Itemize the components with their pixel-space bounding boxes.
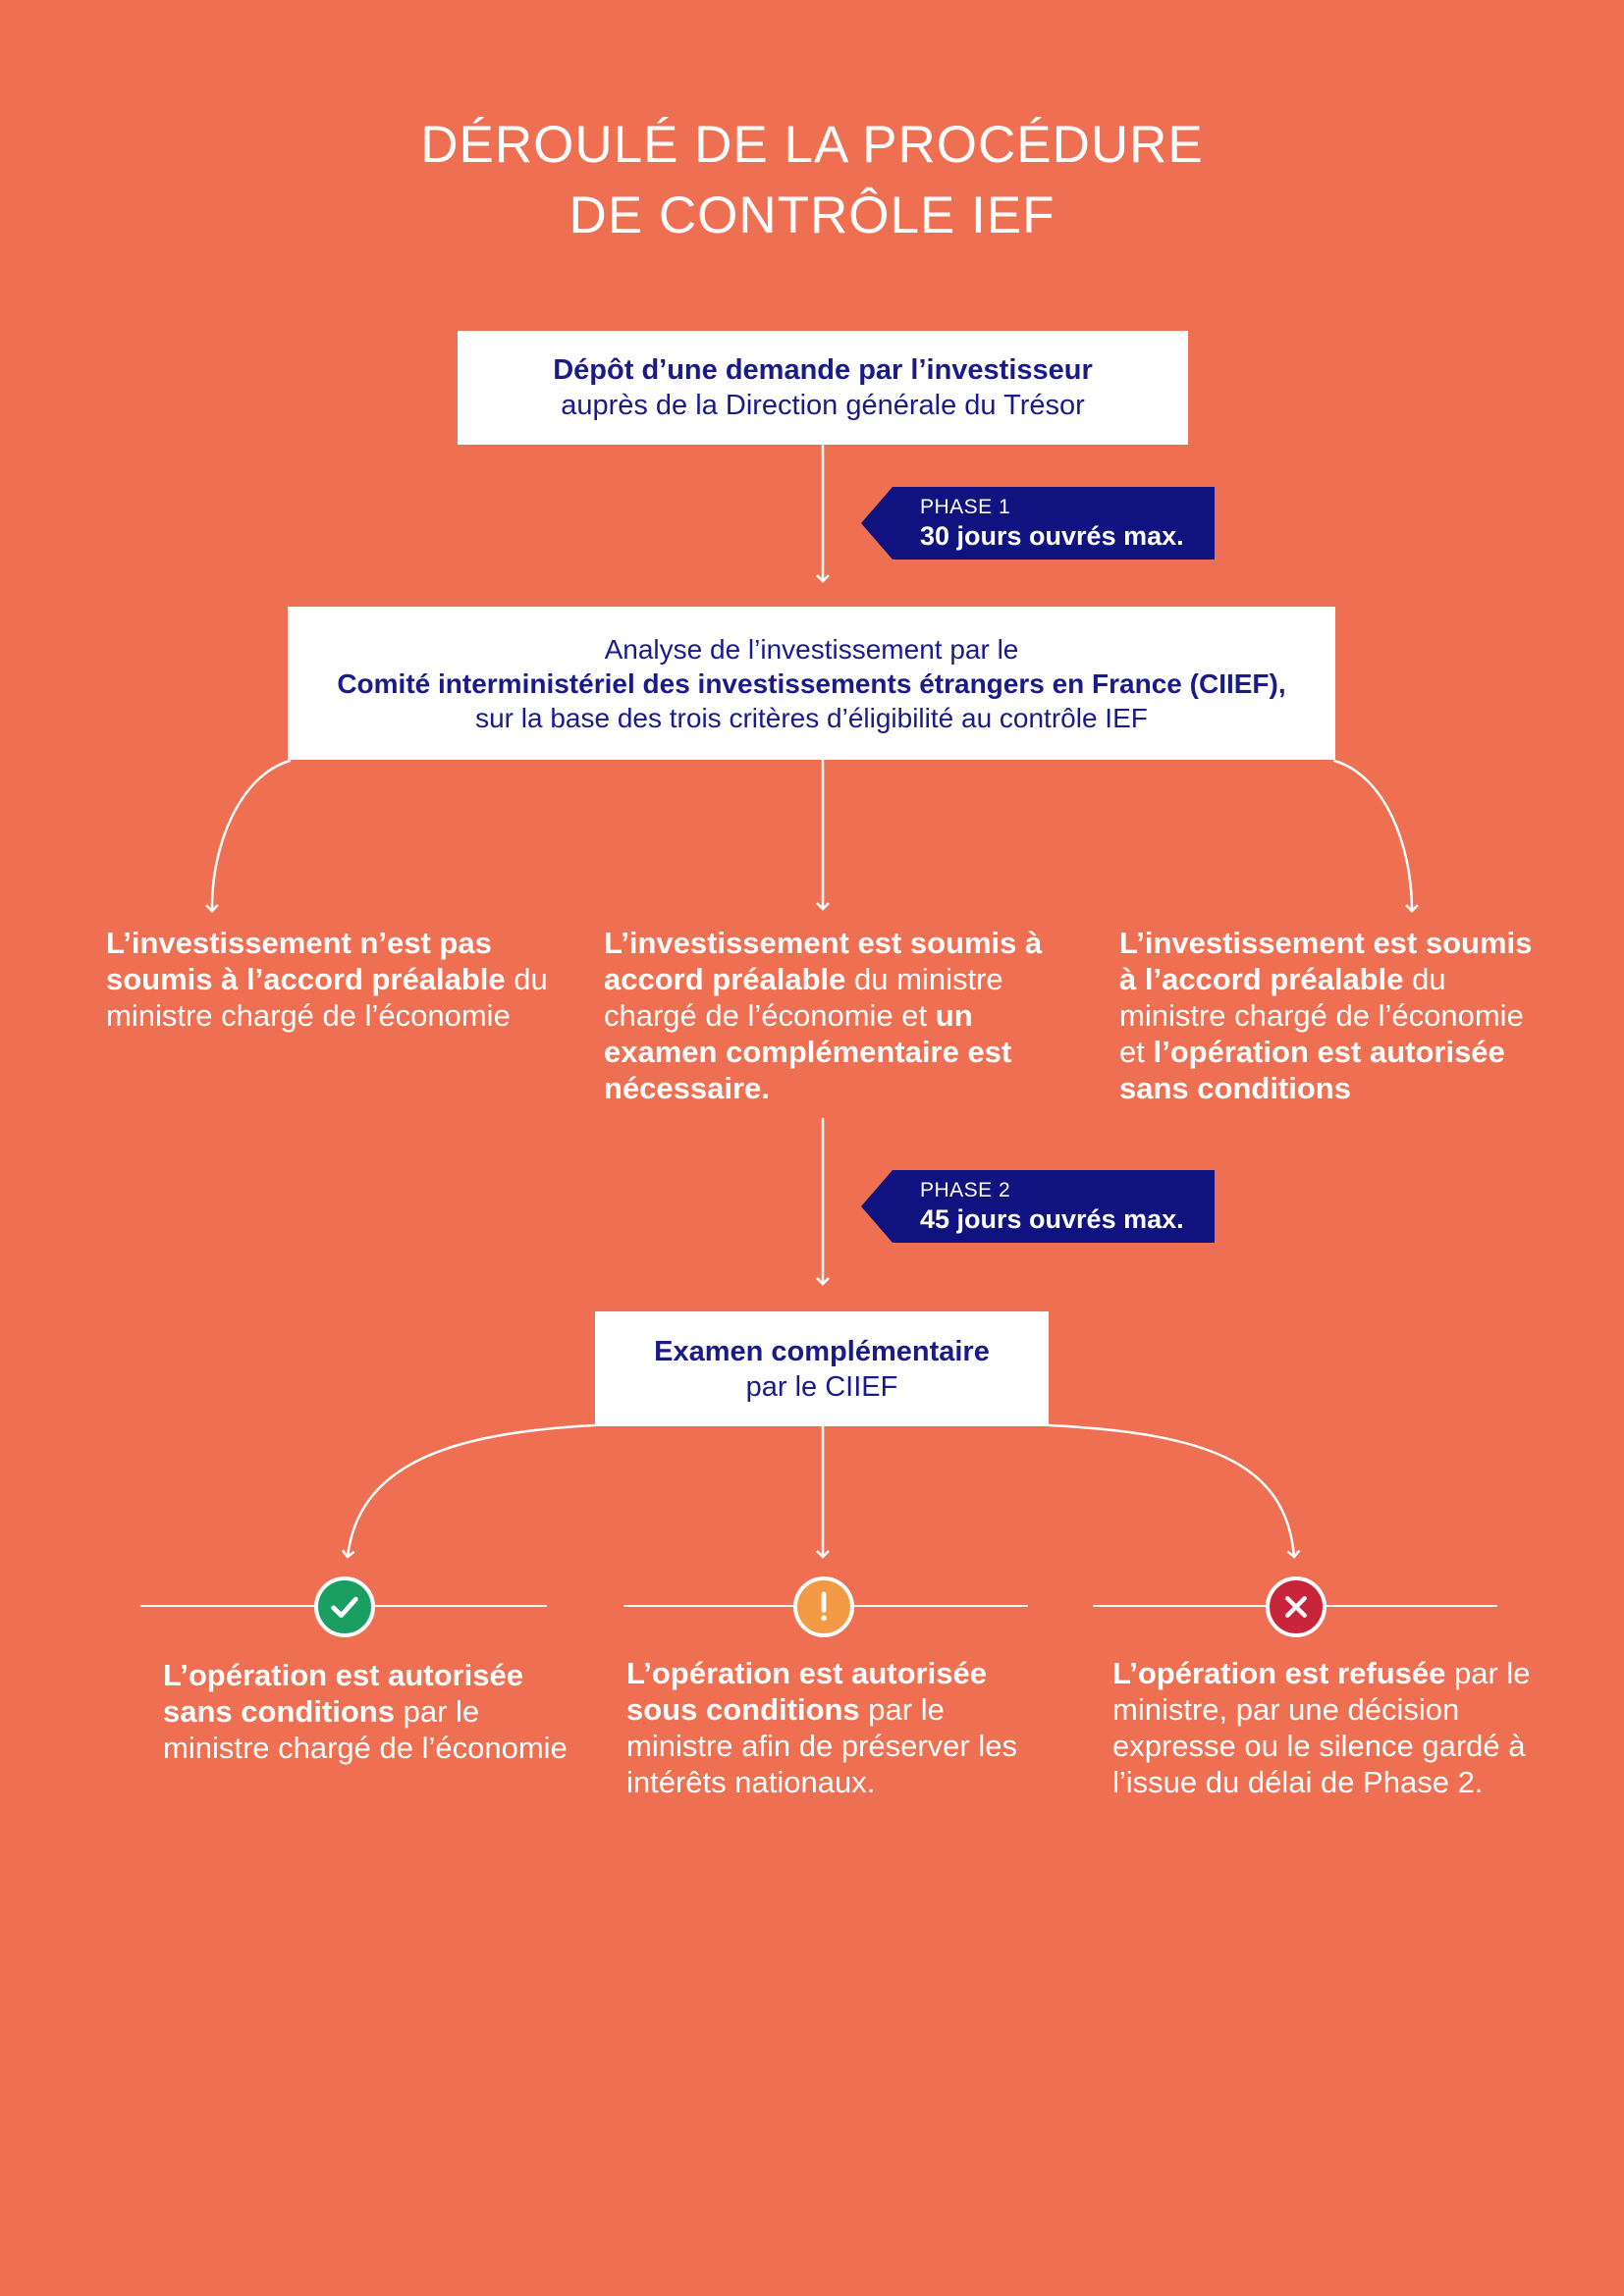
result-ok-text: par le ministre chargé de l’économie xyxy=(163,1694,568,1765)
arrow-analyse-to-left xyxy=(205,759,292,913)
exclamation-icon xyxy=(793,1576,854,1637)
phase2-tag: PHASE 2 45 jours ouvrés max. xyxy=(861,1170,1215,1243)
outcome-not-subject-text: du ministre chargé de l’économie xyxy=(106,962,548,1033)
step-depot-bold: Dépôt d’une demande par l’investisseur xyxy=(553,354,1093,386)
outcome-authorized-text: du ministre chargé de l’économie et xyxy=(1119,962,1524,1069)
outcome-authorized: L’investissement est soumis à l’accord p… xyxy=(1119,925,1556,1106)
page-title-line2: DE CONTRÔLE IEF xyxy=(568,187,1056,244)
cross-icon xyxy=(1266,1576,1326,1637)
step-depot-text: auprès de la Direction générale du Tréso… xyxy=(561,390,1085,421)
step-examen-box: Examen complémentaire par le CIIEF xyxy=(595,1311,1049,1426)
outcome-further-review: L’investissement est soumis à accord pré… xyxy=(604,925,1046,1106)
result-conditions-text: par le ministre afin de préserver les in… xyxy=(626,1692,1017,1799)
arrow-examen-to-ok xyxy=(341,1423,597,1559)
outcome-further-review-bold1: L’investissement est soumis à accord pré… xyxy=(604,926,1043,996)
check-icon xyxy=(314,1576,375,1637)
step-analyse-box: Analyse de l’investissement par le Comit… xyxy=(288,607,1335,760)
arrow-examen-to-refused xyxy=(1047,1423,1301,1559)
step-analyse-bold: Comité interministériel des investisseme… xyxy=(337,667,1286,699)
outcome-further-review-text: du ministre chargé de l’économie et xyxy=(604,962,1003,1033)
phase1-label: PHASE 1 xyxy=(920,495,1011,518)
result-refused: L’opération est refusée par le ministre,… xyxy=(1112,1655,1544,1800)
result-refused-bold: L’opération est refusée xyxy=(1112,1656,1446,1690)
result-refused-text: par le ministre, par une décision expres… xyxy=(1112,1656,1531,1799)
phase1-tag: PHASE 1 30 jours ouvrés max. xyxy=(861,487,1215,560)
result-ok: L’opération est autorisée sans condition… xyxy=(163,1657,575,1766)
outcome-further-review-bold2: un examen complémentaire est nécessaire. xyxy=(604,998,1012,1105)
arrow-analyse-to-right xyxy=(1332,759,1419,913)
outcome-not-subject-bold: L’investissement n’est pas soumis à l’ac… xyxy=(106,926,506,996)
page-title-line1: DÉROULÉ DE LA PROCÉDURE xyxy=(420,116,1204,174)
phase1-duration: 30 jours ouvrés max. xyxy=(920,520,1184,551)
step-examen-bold: Examen complémentaire xyxy=(654,1335,990,1367)
outcome-authorized-bold1: L’investissement est soumis à l’accord p… xyxy=(1119,926,1533,996)
step-depot-box: Dépôt d’une demande par l’investisseur a… xyxy=(458,331,1188,445)
step-examen-text: par le CIIEF xyxy=(745,1370,898,1403)
phase2-duration: 45 jours ouvrés max. xyxy=(920,1203,1184,1234)
outcome-authorized-bold2: l’opération est autorisée sans condition… xyxy=(1119,1035,1505,1105)
step-analyse-line1: Analyse de l’investissement par le xyxy=(604,633,1019,665)
result-conditions-bold: L’opération est autorisée sous condition… xyxy=(626,1656,987,1727)
result-ok-bold: L’opération est autorisée sans condition… xyxy=(163,1658,523,1729)
step-analyse-line3: sur la base des trois critères d’éligibi… xyxy=(475,702,1148,733)
result-conditions: L’opération est autorisée sous condition… xyxy=(626,1655,1039,1800)
outcome-not-subject: L’investissement n’est pas soumis à l’ac… xyxy=(106,925,548,1034)
phase2-label: PHASE 2 xyxy=(920,1178,1011,1201)
page-title: DÉROULÉ DE LA PROCÉDURE DE CONTRÔLE IEF xyxy=(0,110,1624,251)
